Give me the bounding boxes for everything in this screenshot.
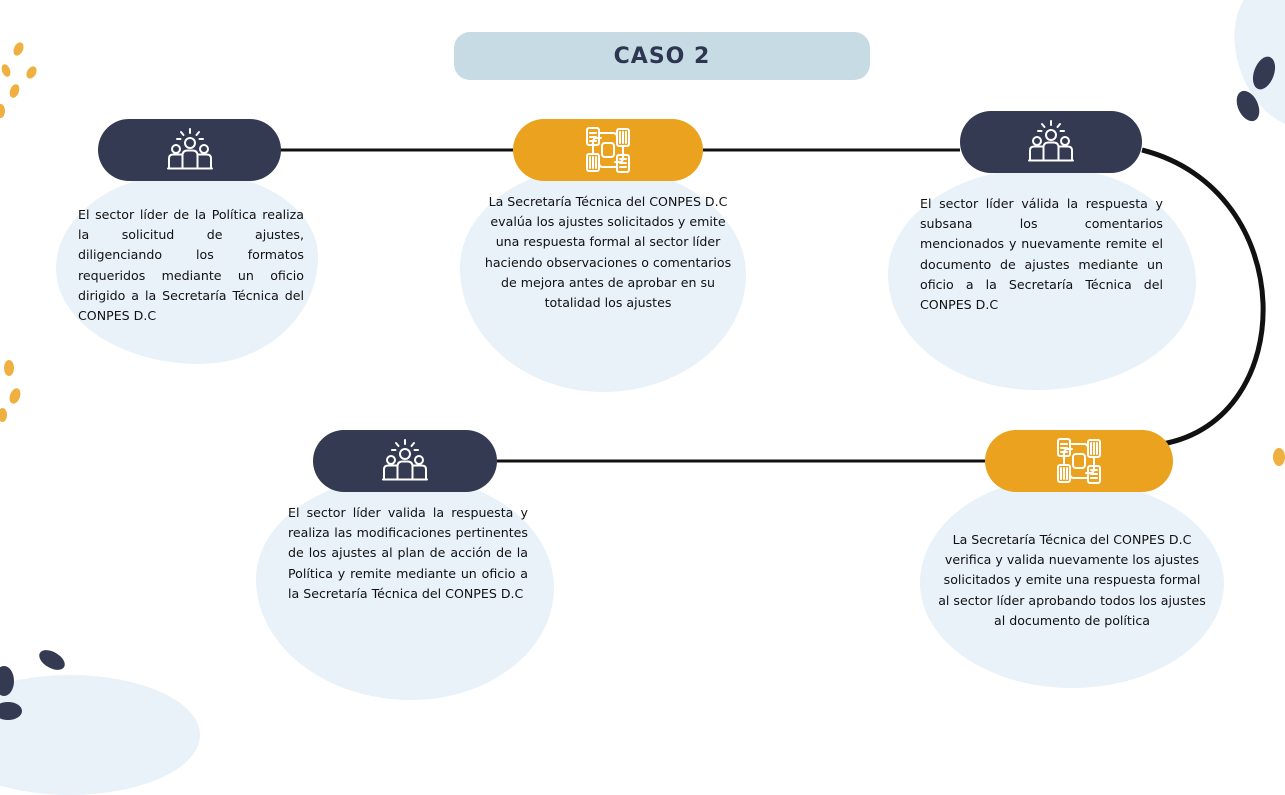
team-icon [379,435,431,487]
step-1-background [56,172,318,364]
team-icon [164,124,216,176]
step-5-text: El sector líder valida la respuesta y re… [288,505,528,601]
step-5-pill [313,430,497,492]
step-1-pill [98,119,281,181]
step-3-background [888,168,1196,390]
step-2-text: La Secretaría Técnica del CONPES D.C eva… [484,194,732,311]
step-2-background [460,166,746,392]
decoration-right-middle [1273,448,1285,466]
step-3-text: El sector líder válida la respuesta y su… [920,196,1163,313]
diagram-title: CASO 2 [454,32,870,80]
step-3-pill [960,111,1142,173]
step-4-background [920,478,1224,688]
step-5-background [256,476,554,700]
step-4-text: La Secretaría Técnica del CONPES D.C ver… [938,532,1206,628]
connector-3-4-curve [1141,147,1266,447]
step-4-pill [985,430,1173,492]
team-icon [1025,116,1077,168]
step-2-pill [513,119,703,181]
joined-hands-icon [1053,435,1105,487]
connector-lines [280,147,1266,463]
joined-hands-icon [582,124,634,176]
step-1-text: El sector líder de la Política realiza l… [78,207,304,324]
